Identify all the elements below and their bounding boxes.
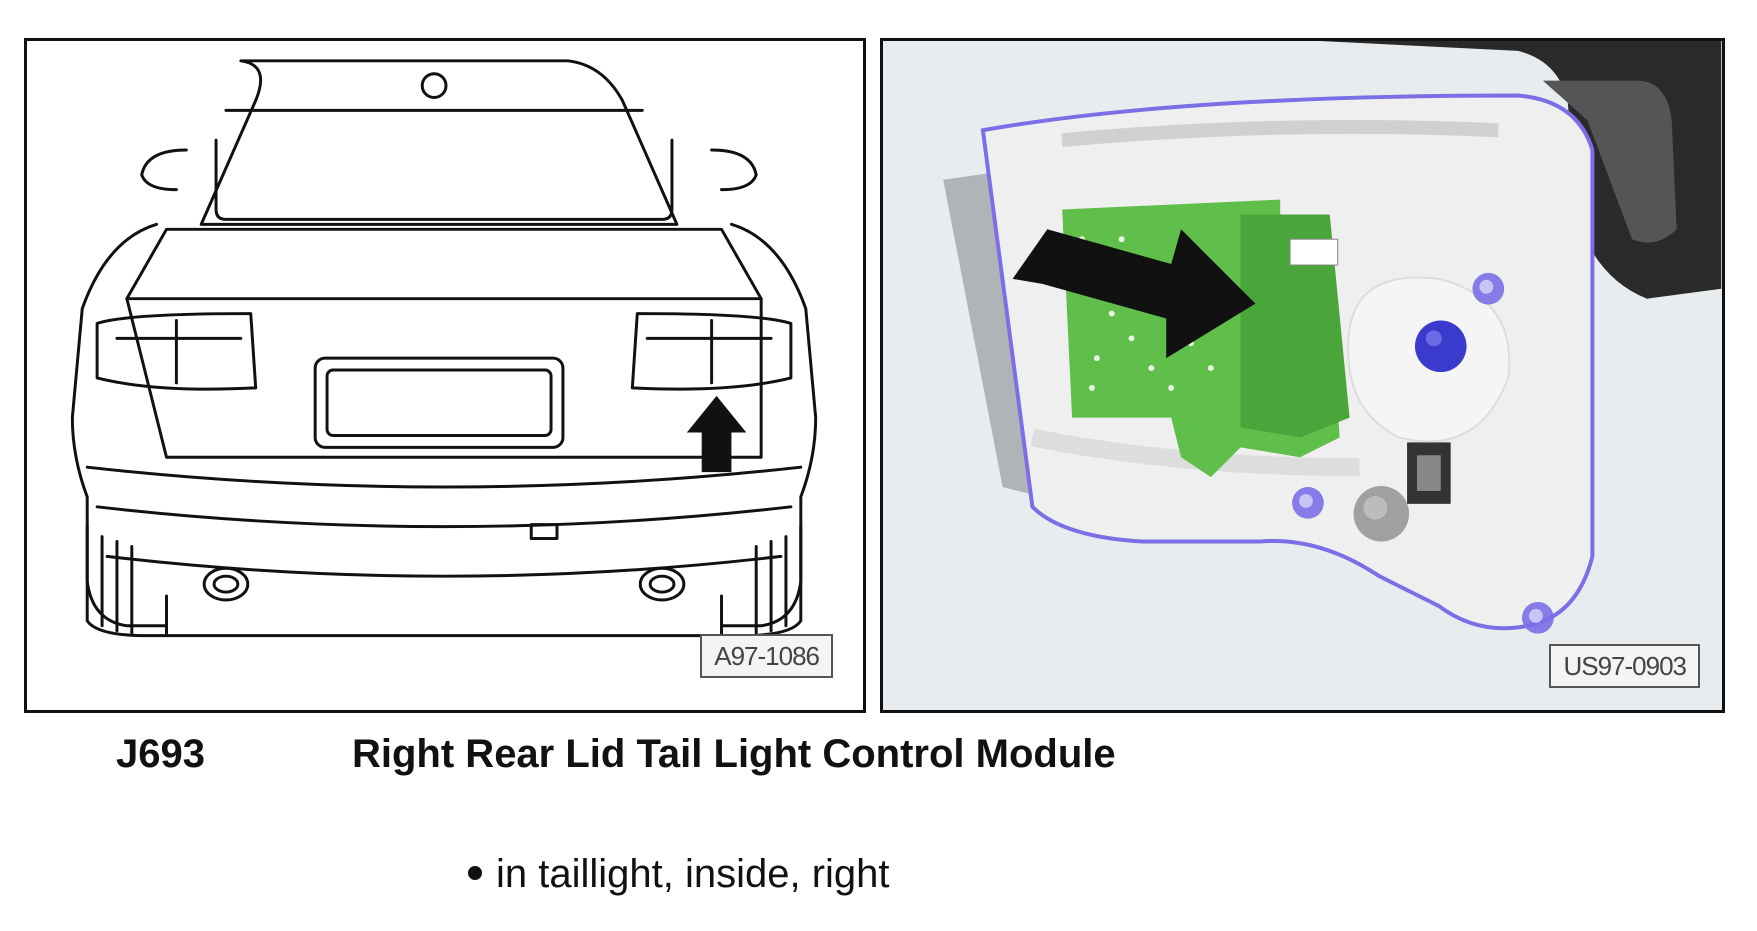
taillight-housing-drawing	[943, 41, 1722, 634]
location-bullet: in taillight, inside, right	[468, 852, 890, 897]
figure-number-right: US97-0903	[1549, 644, 1700, 688]
location-arrow-icon	[686, 395, 747, 473]
component-code: J693	[116, 732, 205, 776]
car-rear-illustration: A97-1086	[24, 38, 866, 713]
component-title: Right Rear Lid Tail Light Control Module	[352, 732, 1116, 776]
car-rear-drawing	[70, 59, 818, 638]
figure-number-left: A97-1086	[700, 634, 833, 678]
bullet-dot-icon	[468, 866, 482, 881]
taillight-module-photo: US97-0903	[880, 38, 1725, 713]
location-arrow-icon	[1012, 229, 1256, 359]
location-text: in taillight, inside, right	[496, 852, 890, 896]
